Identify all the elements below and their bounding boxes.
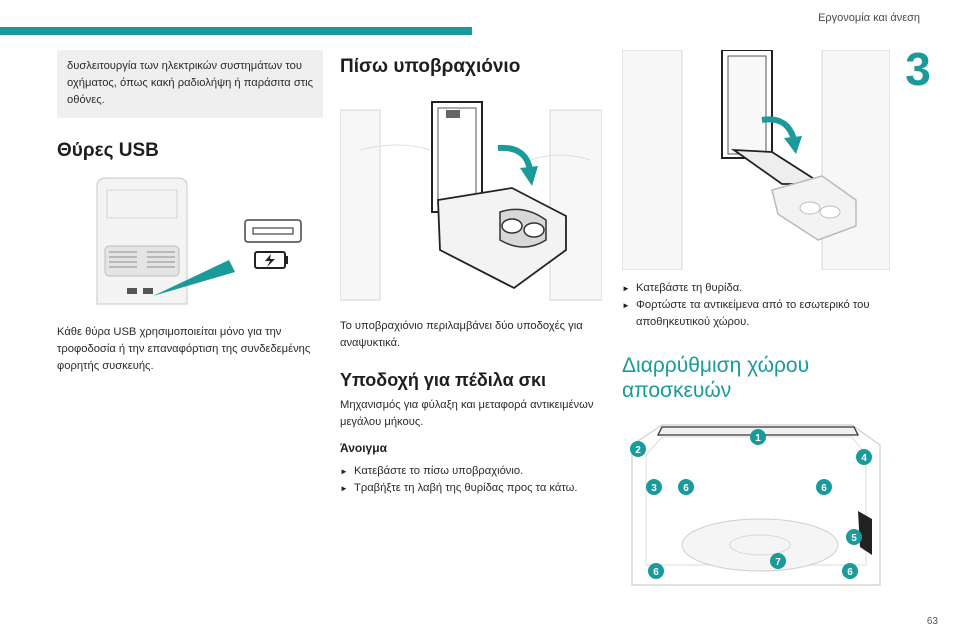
header-accent-bar (0, 27, 472, 35)
callout-2: 2 (635, 445, 641, 456)
storage-heading-line-2: αποσκευών (622, 379, 732, 402)
callout-3: 3 (651, 483, 657, 494)
section-title: Εργονομία και άνεση (818, 12, 920, 24)
note-box: δυσλειτουργία των ηλεκτρικών συστημάτων … (57, 50, 323, 118)
callout-7: 7 (775, 557, 781, 568)
chapter-tab: 3 (896, 36, 940, 100)
chapter-number: 3 (905, 43, 931, 95)
list-item: ► Φορτώστε τα αντικείμενα από το εσωτερικ… (622, 297, 890, 331)
callout-6b: 6 (821, 483, 827, 494)
step-text: Φορτώστε τα αντικείμενα από το εσωτερικό… (636, 299, 870, 328)
step-text: Κατεβάστε τη θυρίδα. (636, 282, 743, 294)
callout-group: 1 2 3 4 5 6 6 6 6 7 (630, 429, 872, 579)
ski-heading: Υποδοχή για πέδιλα σκι (340, 370, 547, 390)
bullet-arrow-icon: ► (340, 484, 348, 493)
opening-steps: ► Κατεβάστε το πίσω υποβραχιόνιο. ► Τραβήξ… (340, 463, 602, 497)
step-text: Τραβήξτε τη λαβή της θυρίδας προς τα κάτ… (354, 482, 578, 494)
callout-4: 4 (861, 453, 867, 464)
ski-description: Μηχανισμός για φύλαξη και μεταφορά αντικ… (340, 399, 594, 428)
opening-heading: Άνοιγμα (340, 441, 387, 455)
boot-layout-illustration: 1 2 3 4 5 6 6 6 6 7 (630, 424, 881, 586)
storage-heading-line-1: Διαρρύθμιση χώρου (622, 354, 810, 377)
callout-6d: 6 (847, 567, 853, 578)
usb-ports-illustration (96, 177, 302, 305)
loading-steps: ► Κατεβάστε τη θυρίδα. ► Φορτώστε τα αντικ… (622, 280, 890, 331)
storage-heading: Διαρρύθμιση χώρου αποσκευών (622, 353, 890, 403)
list-item: ► Κατεβάστε τη θυρίδα. (622, 280, 890, 297)
callout-1: 1 (755, 433, 761, 444)
note-text: δυσλειτουργία των ηλεκτρικών συστημάτων … (67, 60, 314, 106)
list-item: ► Τραβήξτε τη λαβή της θυρίδας προς τα κά… (340, 480, 602, 497)
column-1: δυσλειτουργία των ηλεκτρικών συστημάτων … (57, 50, 323, 375)
page-number: 63 (926, 616, 938, 627)
armrest-description: Το υποβραχιόνιο περιλαμβάνει δύο υποδοχέ… (340, 320, 583, 349)
callout-5: 5 (851, 533, 857, 544)
column-3: ► Κατεβάστε τη θυρίδα. ► Φορτώστε τα αντικ… (622, 50, 890, 591)
bullet-arrow-icon: ► (340, 467, 348, 476)
callout-6a: 6 (683, 483, 689, 494)
rear-armrest-illustration (340, 101, 602, 301)
ski-hatch-illustration (622, 50, 890, 270)
column-2: Πίσω υποβραχιόνιο Το υποβραχιόνιο περιλα… (340, 50, 602, 497)
bullet-arrow-icon: ► (622, 284, 630, 293)
usb-description: Κάθε θύρα USB χρησιμοποιείται μόνο για τ… (57, 326, 311, 372)
callout-6c: 6 (653, 567, 659, 578)
armrest-heading: Πίσω υποβραχιόνιο (340, 56, 521, 77)
step-text: Κατεβάστε το πίσω υποβραχιόνιο. (354, 465, 524, 477)
bullet-arrow-icon: ► (622, 301, 630, 310)
usb-heading: Θύρες USB (57, 140, 159, 161)
list-item: ► Κατεβάστε το πίσω υποβραχιόνιο. (340, 463, 602, 480)
